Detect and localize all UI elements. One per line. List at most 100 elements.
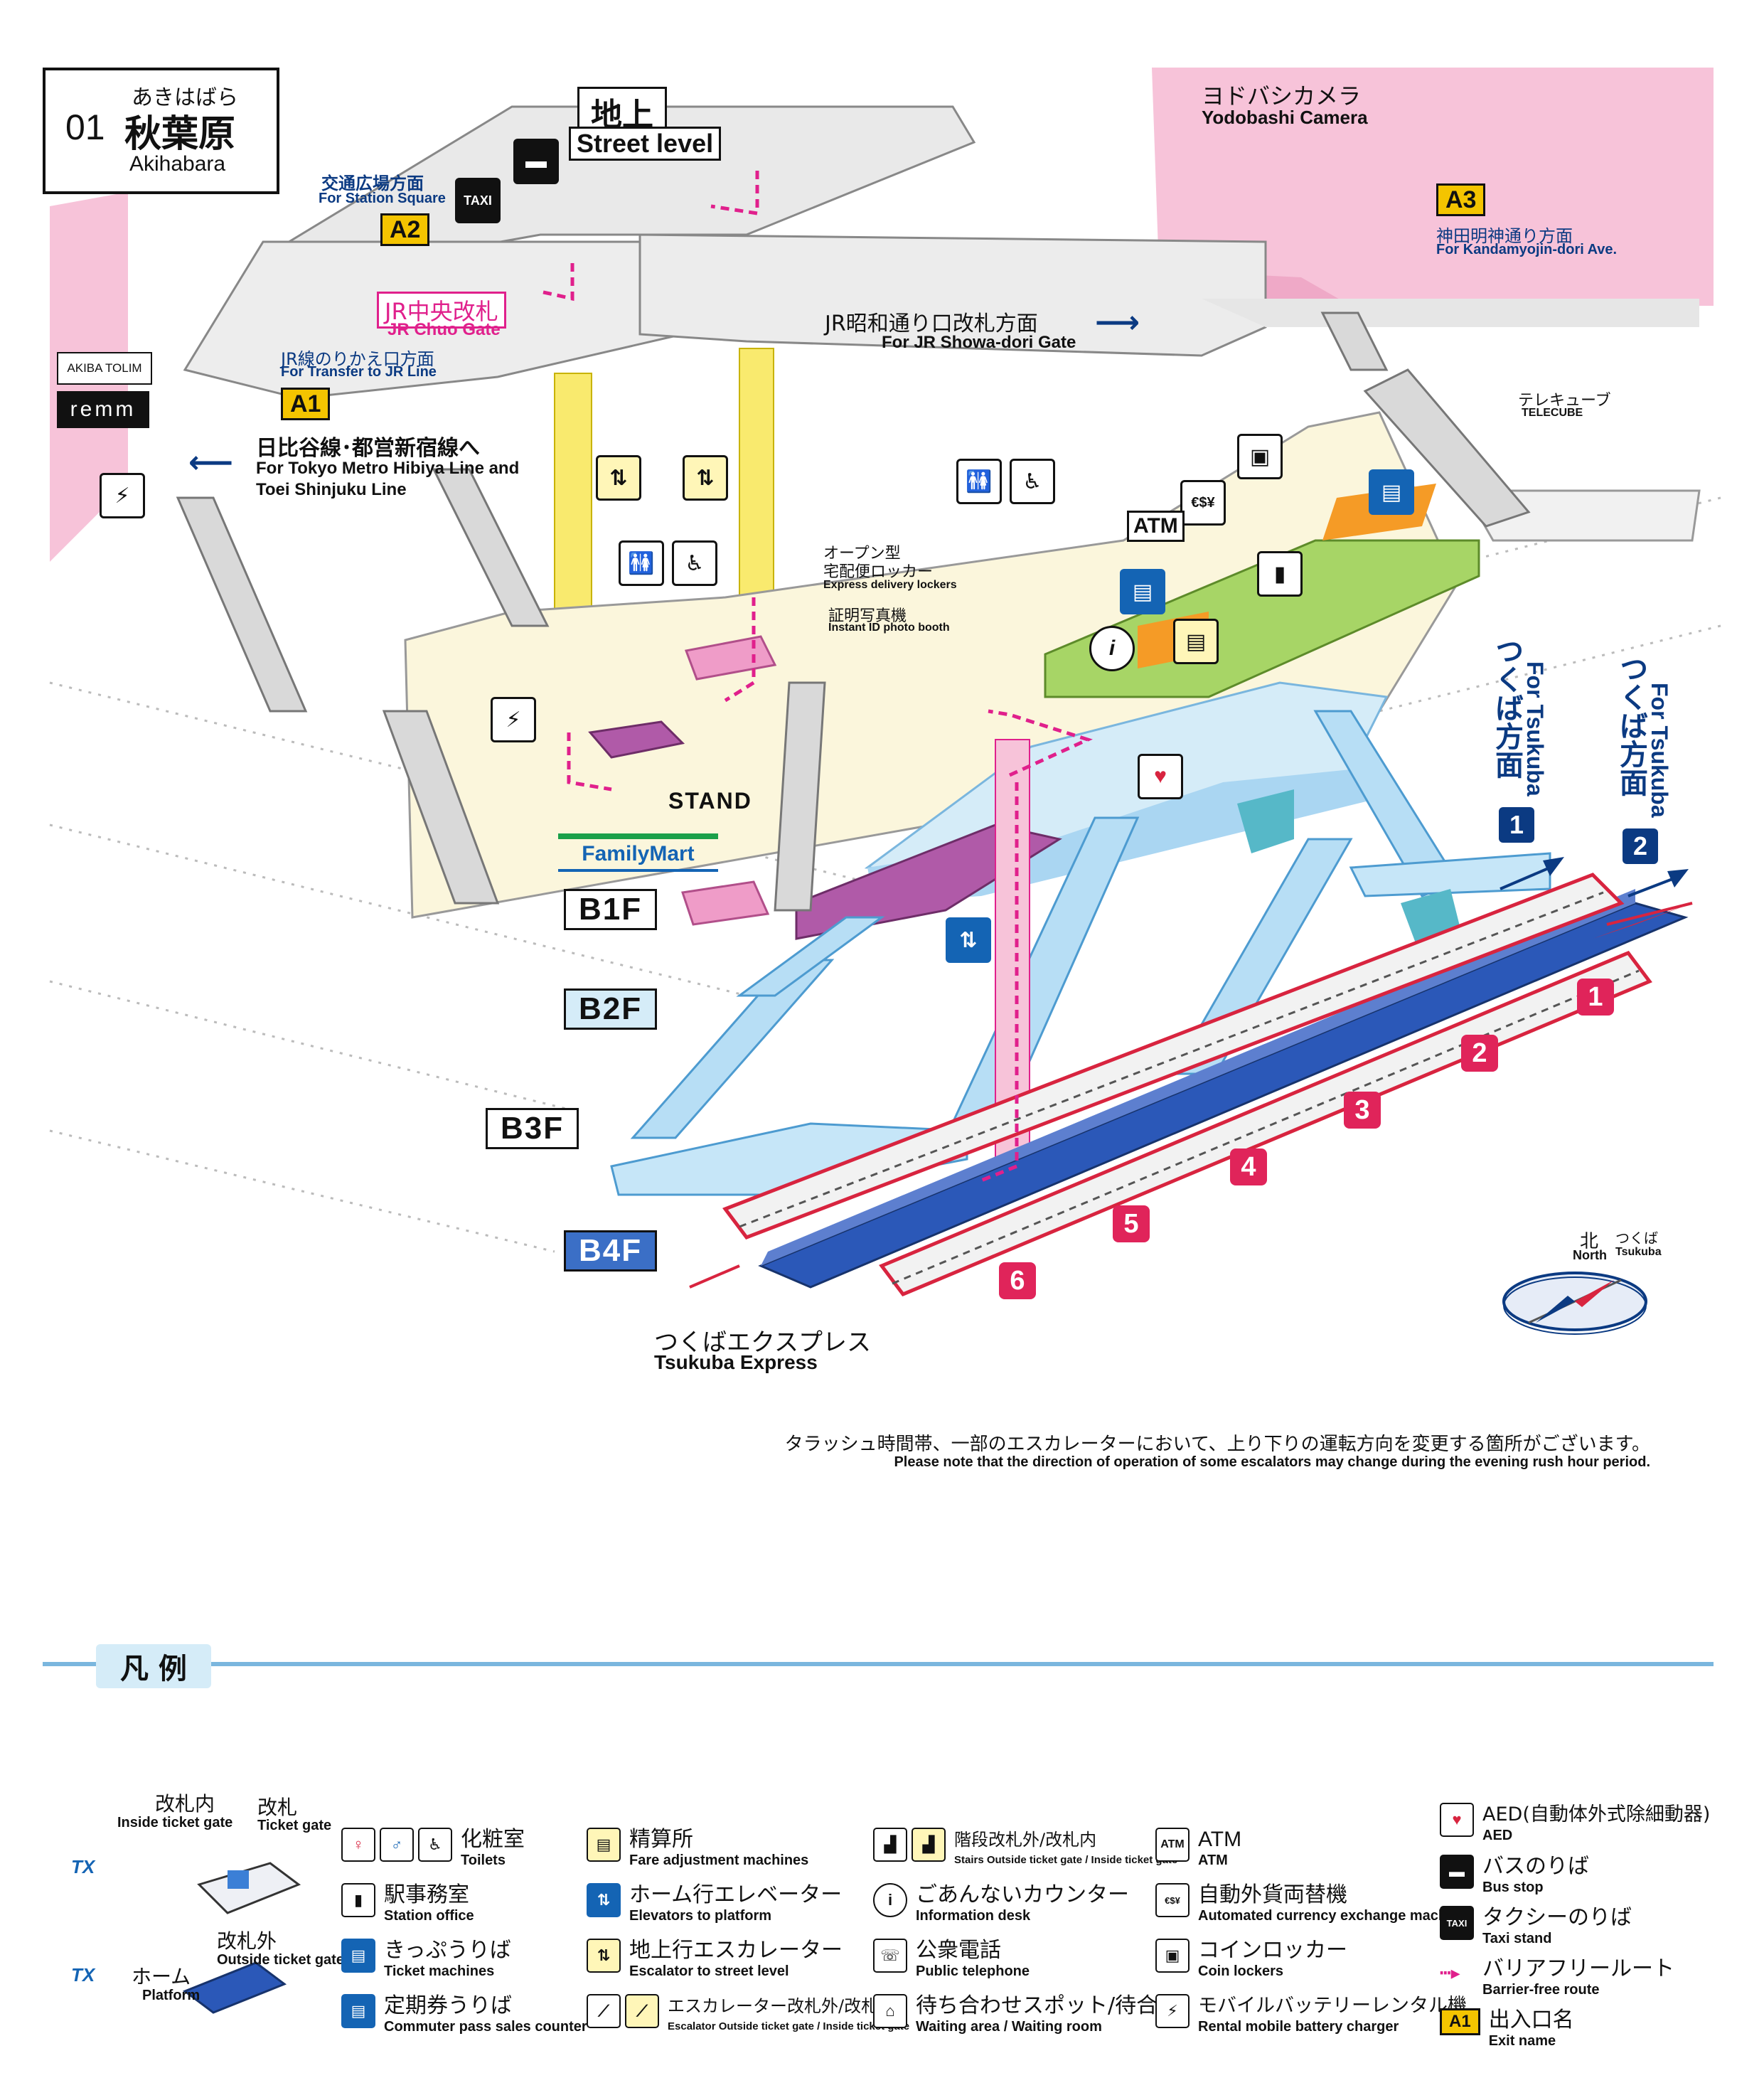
train-upper	[722, 873, 1625, 1240]
legend-station-office-jp: 駅事務室	[384, 1882, 469, 1907]
legend-bus-icon: ▬	[1440, 1855, 1474, 1889]
legend-information-icon: i	[873, 1883, 907, 1917]
legend-coin-lockers-en: Coin lockers	[1198, 1963, 1284, 1979]
compass-north-jp: 北	[1580, 1231, 1599, 1252]
jr-showa-arrow-icon: ⟶	[1095, 305, 1140, 340]
legend-currency-jp: 自動外貨両替機	[1198, 1882, 1347, 1907]
legend-atm-icon: ATM	[1155, 1828, 1190, 1862]
notice-jp: タラッシュ時間帯、一部のエスカレーターにおいて、上り下りの運転方向を変更する箇所…	[784, 1434, 1650, 1455]
legend-escalator-street-en: Escalator to street level	[629, 1963, 789, 1979]
shop-purple-small	[588, 720, 685, 759]
legend-waiting-en: Waiting area / Waiting room	[916, 2019, 1102, 2035]
exit-a3-dir-en: For Kandamyojin-dori Ave.	[1436, 242, 1618, 257]
legend-escalator-gates-en: Escalator Outside ticket gate / Inside t…	[668, 2020, 910, 2032]
track-2-badge: 2	[1623, 828, 1658, 864]
mobile-battery-icon: ⚡	[100, 473, 145, 518]
toilets-icon-b1: 🚻	[619, 540, 664, 586]
remm-logo: remm	[57, 391, 149, 428]
station-office-icon: ▮	[1257, 551, 1303, 597]
barrier-free-route-6	[980, 782, 1019, 1183]
photo-booth-jp: 証明写真機	[828, 607, 907, 625]
legend-commuter-pass-en: Commuter pass sales counter	[384, 2019, 587, 2035]
exit-a2-dir-jp: 交通広場方面	[321, 174, 424, 193]
akiba-tolim-logo: AKIBA TOLIM	[57, 352, 152, 385]
legend-station-office-en: Station office	[384, 1908, 474, 1924]
exit-a3[interactable]: A3	[1436, 183, 1486, 216]
jr-showa-gate-jp: JR昭和通り口改札方面	[825, 311, 1038, 336]
escalator-street-icon-1: ⇅	[596, 455, 641, 501]
legend-telephone-icon: ☏	[873, 1939, 907, 1973]
legend-gate-inside-en: Inside ticket gate	[117, 1815, 233, 1830]
taxi-stand-icon: TAXI	[455, 178, 501, 223]
currency-exchange-icon: €$¥	[1180, 480, 1226, 526]
legend-platform-shape	[182, 1961, 287, 2014]
car-number-2: 2	[1461, 1035, 1498, 1072]
legend-atm-en: ATM	[1198, 1853, 1228, 1868]
lockers-label-1: オープン型	[823, 545, 901, 563]
telecube-en: TELECUBE	[1522, 407, 1583, 419]
station-kana: あきはばら	[132, 85, 238, 110]
legend-ticket-machines-en: Ticket machines	[384, 1963, 495, 1979]
legend-ticket-machines-jp: きっぷうりば	[384, 1938, 511, 1963]
legend-battery-en: Rental mobile battery charger	[1198, 2019, 1399, 2035]
floor-b1f: B1F	[564, 889, 658, 930]
bus-stop-icon: ▬	[513, 139, 559, 184]
car-number-6: 6	[999, 1262, 1036, 1299]
stairs-central	[432, 468, 550, 627]
b3f-landing	[610, 1122, 968, 1196]
legend-commuter-pass-jp: 定期券うりば	[384, 1993, 512, 2018]
legend-escalator-inside-icon: ⟋	[625, 1994, 659, 2028]
car-number-5: 5	[1113, 1205, 1150, 1242]
stairs-jr-showa	[1320, 311, 1389, 371]
legend-battery-icon: ⚡	[1155, 1994, 1190, 2028]
legend-fare-adjustment-jp: 精算所	[629, 1827, 693, 1852]
exit-a2[interactable]: A2	[380, 213, 430, 246]
ticket-machines-icon: ▤	[1120, 569, 1165, 614]
legend-ticket-machines-icon: ▤	[341, 1939, 375, 1973]
barrier-free-route-2	[540, 263, 574, 302]
legend-tx-logo-1: TX	[71, 1856, 95, 1877]
lockers-label-2: 宅配便ロッカー	[823, 563, 934, 581]
legend-elevator-en: Elevators to platform	[629, 1908, 772, 1924]
legend-taxi-jp: タクシーのりば	[1482, 1905, 1632, 1930]
legend-elevator-icon: ⇅	[587, 1883, 621, 1917]
yodobashi-en: Yodobashi Camera	[1202, 107, 1368, 128]
accessible-toilet-icon-b2: ♿	[1010, 459, 1055, 504]
jr-showa-gate-en: For JR Showa-dori Gate	[882, 333, 1076, 352]
legend-waiting-jp: 待ち合わせスポット/待合室	[916, 1993, 1180, 2018]
legend-taxi-icon: TAXI	[1440, 1906, 1474, 1940]
telecube-jp: テレキューブ	[1518, 392, 1611, 410]
tsukuba-dir-jp-1: つくば方面	[1490, 636, 1523, 779]
tsukuba-dir-en-2: For Tsukuba	[1647, 683, 1672, 818]
elevator-shaft-platform	[995, 739, 1030, 1160]
legend-platform-en: Platform	[142, 1988, 201, 2003]
floor-b2f: B2F	[564, 988, 658, 1030]
car-number-4: 4	[1230, 1148, 1267, 1185]
exit-a1[interactable]: A1	[281, 388, 331, 420]
legend-gate-en: Ticket gate	[257, 1818, 332, 1833]
legend-escalator-gates-jp: エスカレーター改札外/改札内	[668, 1996, 896, 2016]
jr-chuo-gate-en: JR Chuo Gate	[387, 320, 501, 339]
stairs-a1	[176, 496, 308, 713]
legend-tx-logo-2: TX	[71, 1964, 95, 1986]
coin-lockers-icon: ▣	[1237, 434, 1283, 479]
jr-chuo-gate-jp[interactable]: JR中央改札	[377, 292, 506, 329]
stairs-a1-lower	[382, 710, 500, 905]
elevator-platform-icon: ⇅	[946, 917, 991, 963]
yodobashi-jp: ヨドバシカメラ	[1202, 82, 1362, 110]
legend-escalator-street-jp: 地上行エスカレーター	[629, 1938, 843, 1963]
legend-commuter-pass-icon: ▤	[341, 1994, 375, 2028]
hibiya-transfer-en2: Toei Shinjuku Line	[256, 480, 407, 499]
legend-battery-jp: モバイルバッテリーレンタル機	[1198, 1995, 1467, 2017]
legend-battery: ⚡ モバイルバッテリーレンタル機 Rental mobile battery ch…	[1155, 1994, 1467, 2035]
street-level-en: Street level	[569, 127, 722, 161]
tsukuba-dir-jp-2: つくば方面	[1615, 654, 1647, 796]
legend-escalator-outside-icon: ⟋	[587, 1994, 621, 2028]
stand-shop-label: STAND	[668, 788, 752, 814]
